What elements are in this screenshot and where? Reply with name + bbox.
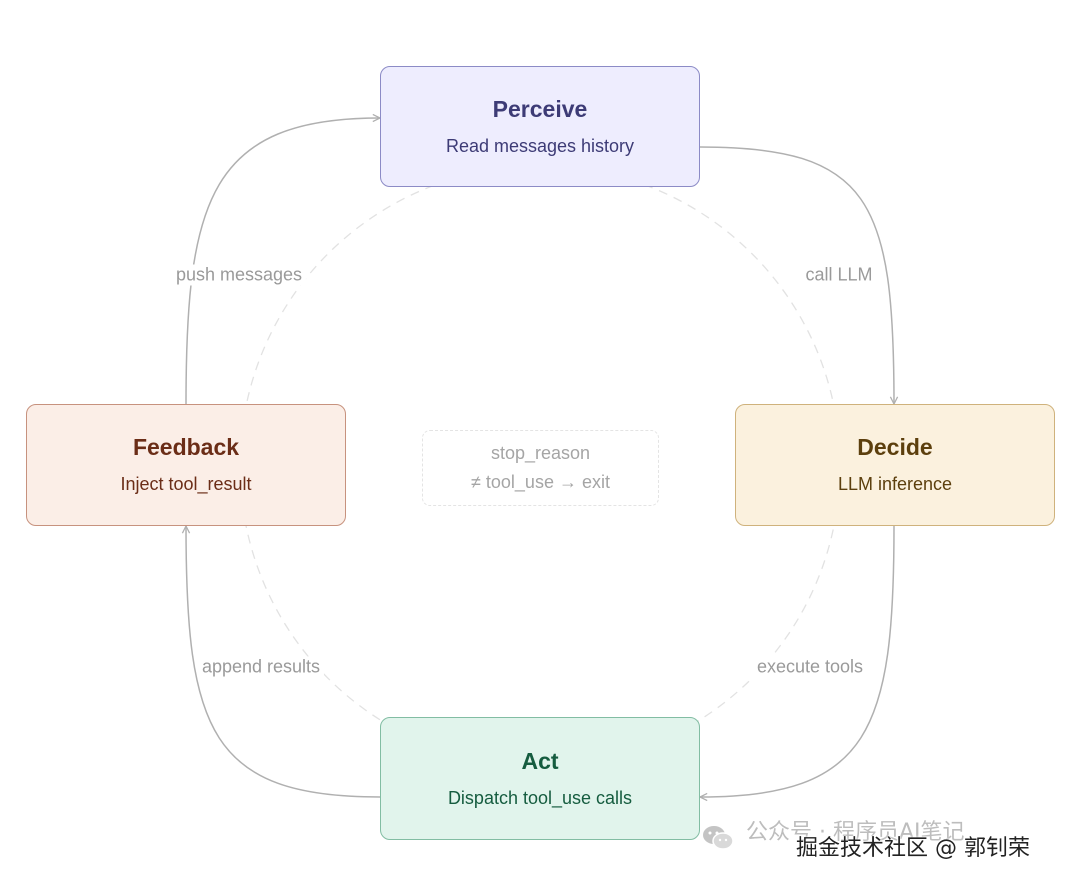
watermark-faded-text: 公众号 · 程序员AI笔记 [746,820,965,845]
node-decide-title: Decide [857,434,933,461]
edge-push-messages [185,118,380,405]
edge-label-append-results: append results [197,656,325,678]
node-feedback-subtitle: Inject tool_result [120,474,252,494]
node-decide: Decide LLM inference [735,404,1055,526]
exit-condition-line-1: stop_reason [490,443,591,464]
edge-append-results [186,526,381,798]
edge-label-push-messages: push messages [171,264,307,286]
watermark-main-text: 掘金技术社区 @ 郭钊荣 [796,836,1030,861]
edge-label-call-llm: call LLM [801,264,877,286]
node-act-title: Act [521,747,559,774]
edge-call-llm [699,146,894,404]
node-act: Act Dispatch tool_use calls [380,717,700,840]
node-feedback-title: Feedback [132,434,240,461]
exit-condition-box: stop_reason ≠ tool_use → exit [422,430,659,506]
node-perceive-title: Perceive [492,95,588,122]
node-perceive-subtitle: Read messages history [445,135,635,156]
edge-execute-tools [700,525,895,797]
wechat-icon [703,826,734,850]
watermark: 公众号 · 程序员AI笔记 掘金技术社区 @ 郭钊荣 [700,820,1030,861]
node-act-subtitle: Dispatch tool_use calls [447,787,633,808]
node-feedback: Feedback Inject tool_result [26,404,346,526]
node-perceive: Perceive Read messages history [380,66,700,187]
edge-label-execute-tools: execute tools [752,656,868,678]
node-decide-subtitle: LLM inference [837,474,953,494]
exit-condition-line-2: ≠ tool_use → exit [471,472,610,492]
